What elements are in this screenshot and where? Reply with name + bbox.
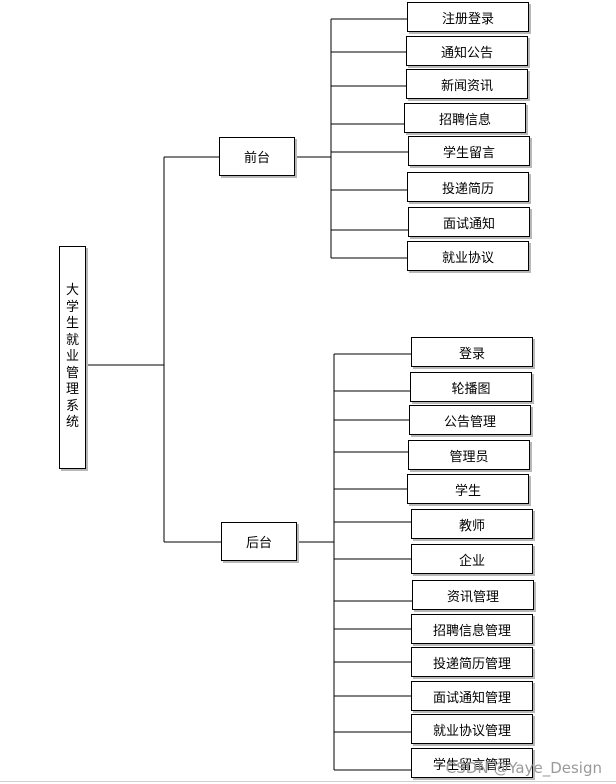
front-item: 学生留言 (408, 136, 530, 166)
root-node-char: 统 (65, 415, 79, 431)
root-node-char: 大 (65, 283, 79, 299)
back-item: 就业协议管理 (411, 714, 533, 744)
back-item: 学生留言管理 (411, 748, 533, 778)
front-item: 新闻资讯 (406, 69, 528, 99)
front-node: 前台 (219, 137, 295, 176)
front-item: 注册登录 (407, 2, 529, 32)
back-item: 教师 (411, 509, 533, 539)
root-node-char: 管 (65, 365, 79, 381)
watermark: CSDN @Yaye_Design (445, 759, 602, 777)
root-node-char: 生 (65, 316, 79, 332)
front-item: 招聘信息 (404, 103, 526, 133)
bottom-rule (0, 781, 616, 782)
front-item: 通知公告 (406, 36, 528, 66)
front-item: 投递简历 (407, 172, 529, 202)
back-item: 管理员 (408, 440, 530, 470)
root-node-char: 就 (65, 332, 79, 348)
back-item: 资讯管理 (412, 580, 534, 610)
back-item: 企业 (411, 544, 533, 574)
root-node-char: 系 (65, 398, 79, 414)
root-node-char: 理 (65, 382, 79, 398)
back-item: 登录 (411, 337, 533, 367)
back-item: 轮播图 (410, 372, 532, 402)
back-item: 学生 (407, 474, 529, 504)
front-item: 就业协议 (407, 241, 529, 271)
back-item: 招聘信息管理 (411, 614, 533, 644)
back-item: 公告管理 (409, 405, 531, 435)
root-node-char: 业 (65, 349, 79, 365)
back-item: 面试通知管理 (411, 681, 533, 711)
back-item: 投递简历管理 (411, 647, 533, 677)
root-node-char: 学 (65, 299, 79, 315)
back-node: 后台 (221, 522, 297, 561)
front-item: 面试通知 (408, 207, 530, 237)
root-node: 大学生就业管理系统 (59, 246, 86, 469)
